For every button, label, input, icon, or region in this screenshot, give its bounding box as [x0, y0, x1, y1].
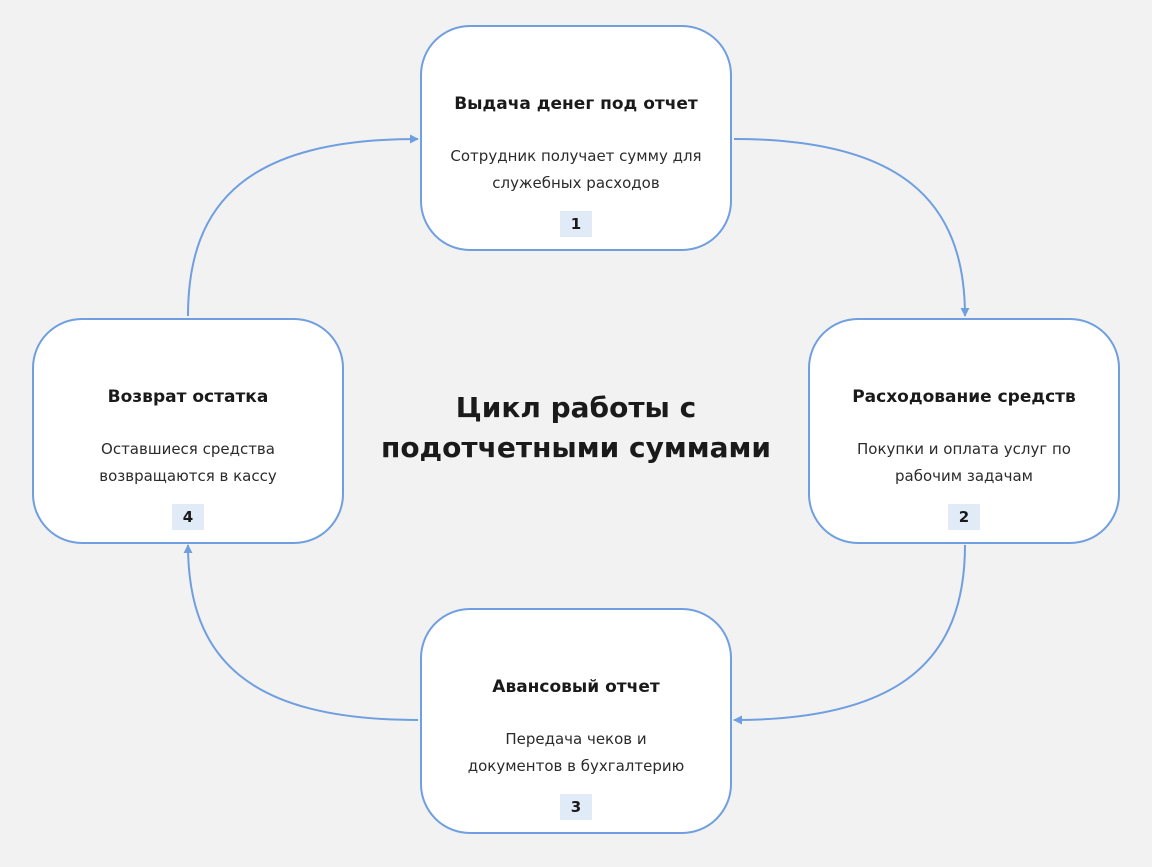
step-description: Сотрудник получает сумму для служебных р…: [450, 147, 702, 192]
connector-arrow-1-to-2: [733, 138, 970, 317]
step-title: Выдача денег под отчет: [454, 94, 698, 114]
diagram-title: Цикл работы с подотчетными суммами: [380, 391, 772, 464]
step-description: Покупки и оплата услуг по рабочим задача…: [857, 440, 1071, 485]
connector-arrow-3-to-4: [183, 544, 419, 721]
step-title: Расходование средств: [852, 387, 1076, 407]
step-number-badge: 1: [560, 211, 592, 237]
step-description: Передача чеков и документов в бухгалтери…: [467, 730, 685, 775]
step-card-spending: Расходование средств Покупки и оплата ус…: [808, 318, 1120, 544]
connector-arrow-2-to-3: [733, 544, 966, 725]
step-title: Авансовый отчет: [492, 677, 660, 697]
step-number-badge: 3: [560, 794, 592, 820]
step-description: Оставшиеся средства возвращаются в кассу: [99, 440, 277, 485]
step-number-badge: 2: [948, 504, 980, 530]
step-card-advance-report: Авансовый отчет Передача чеков и докумен…: [420, 608, 732, 834]
connector-arrow-4-to-1: [187, 134, 419, 317]
step-card-issue: Выдача денег под отчет Сотрудник получае…: [420, 25, 732, 251]
step-card-return-balance: Возврат остатка Оставшиеся средства возв…: [32, 318, 344, 544]
step-title: Возврат остатка: [107, 387, 269, 407]
step-number-badge: 4: [172, 504, 204, 530]
